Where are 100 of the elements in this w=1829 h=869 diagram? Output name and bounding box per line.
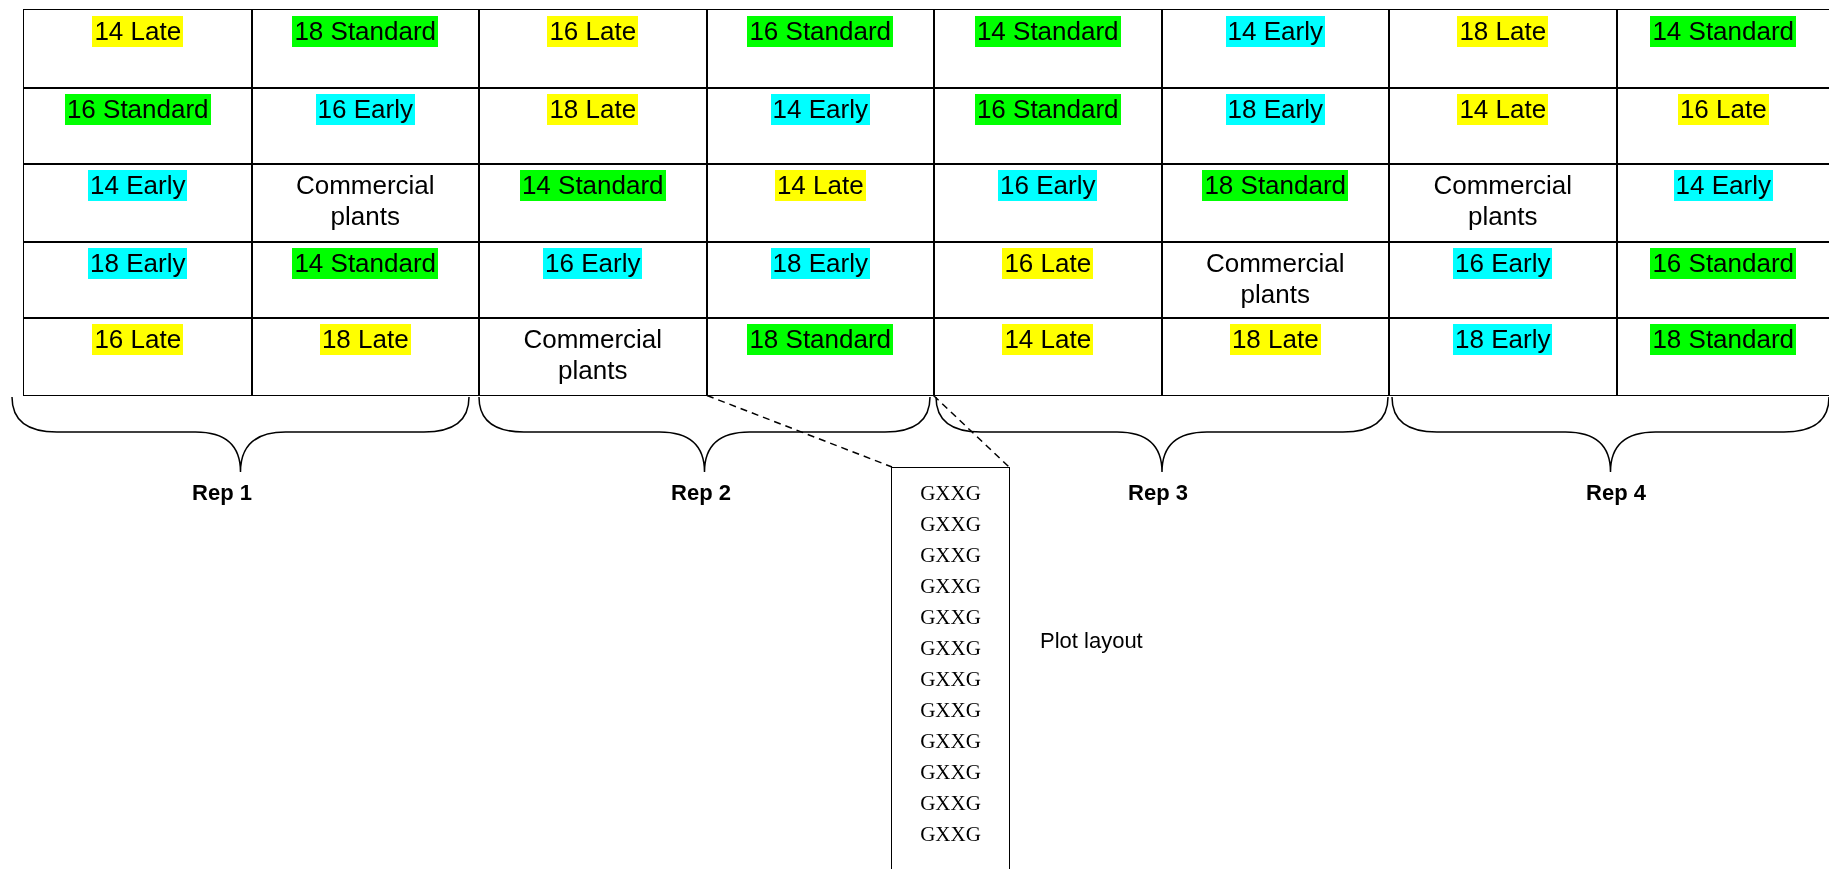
highlighted-label: 18 Standard [1202, 170, 1349, 201]
plot-cell [1616, 9, 1829, 89]
highlighted-label: 14 Early [1673, 170, 1773, 201]
plot-cell [478, 87, 708, 165]
plot-cell [933, 241, 1163, 319]
row-code-text: GXXG [919, 511, 982, 538]
plot-cell [1161, 241, 1390, 319]
plot-cell [1388, 163, 1618, 243]
plot-cell [23, 317, 253, 396]
row-code-text: GXXG [919, 542, 982, 569]
plot-cell [23, 163, 253, 243]
replicate-label: Rep 4 [1586, 480, 1646, 506]
replicate-label: Rep 1 [192, 480, 252, 506]
plot-cell [706, 163, 935, 243]
plot-cell [933, 9, 1163, 89]
row-code-text: GXXG [919, 604, 982, 631]
highlighted-label: 14 Standard [519, 170, 666, 201]
plot-cell [251, 163, 480, 243]
plot-cell [23, 9, 253, 89]
highlighted-label: 16 Standard [1650, 248, 1797, 279]
cell-label: Commercial plants [1204, 248, 1346, 310]
plot-cell [933, 87, 1163, 165]
highlighted-label: 16 Standard [64, 94, 211, 125]
plot-cell [23, 241, 253, 319]
row-code-text: GXXG [919, 759, 982, 786]
highlighted-label: 16 Late [1677, 94, 1769, 125]
leader-line [932, 394, 1010, 468]
row-code-text: GXXG [919, 635, 982, 662]
plot-cell [251, 87, 480, 165]
plot-cell [933, 317, 1163, 396]
plot-cell [1388, 317, 1618, 396]
plot-cell [251, 9, 480, 89]
row-code-text: GXXG [919, 573, 982, 600]
plot-cell [706, 87, 935, 165]
plot-cell [1388, 87, 1618, 165]
plot-cell [478, 317, 708, 396]
highlighted-label: 14 Early [770, 94, 870, 125]
plot-cell [478, 241, 708, 319]
plot-cell [706, 317, 935, 396]
highlighted-label: 18 Late [319, 324, 411, 355]
highlighted-label: 16 Early [315, 94, 415, 125]
highlighted-label: 18 Early [1453, 324, 1553, 355]
highlighted-label: 18 Late [547, 94, 639, 125]
highlighted-label: 14 Standard [1650, 16, 1797, 47]
highlighted-label: 14 Standard [974, 16, 1121, 47]
row-code-text: GXXG [919, 821, 982, 848]
plot-cell [478, 163, 708, 243]
highlighted-label: 16 Standard [747, 16, 894, 47]
leader-line [706, 394, 893, 468]
row-code-text: GXXG [919, 480, 982, 507]
plot-cell [706, 241, 935, 319]
highlighted-label: 16 Early [543, 248, 643, 279]
plot-cell [1161, 317, 1390, 396]
plot-cell [1616, 317, 1829, 396]
replicate-label: Rep 2 [671, 480, 731, 506]
row-code-text: GXXG [919, 790, 982, 817]
row-code-text: GXXG [919, 666, 982, 693]
caption-text: Plot layout [1040, 628, 1143, 654]
cell-label: Commercial plants [522, 324, 664, 386]
highlighted-label: 14 Late [92, 16, 184, 47]
plot-cell [251, 241, 480, 319]
plot-cell [1616, 87, 1829, 165]
highlighted-label: 14 Late [1457, 94, 1549, 125]
highlighted-label: 18 Early [88, 248, 188, 279]
plot-cell [933, 163, 1163, 243]
highlighted-label: 14 Late [774, 170, 866, 201]
highlighted-label: 16 Late [547, 16, 639, 47]
plot-cell [1161, 87, 1390, 165]
plot-cell [1388, 9, 1618, 89]
highlighted-label: 16 Early [998, 170, 1098, 201]
plot-cell [706, 9, 935, 89]
plot-cell [23, 87, 253, 165]
highlighted-label: 14 Early [1225, 16, 1325, 47]
highlighted-label: 18 Early [770, 248, 870, 279]
row-code-text: GXXG [919, 728, 982, 755]
highlighted-label: 18 Late [1229, 324, 1321, 355]
highlighted-label: 14 Standard [292, 248, 439, 279]
highlighted-label: 16 Late [1002, 248, 1094, 279]
cell-label: Commercial plants [294, 170, 436, 232]
highlighted-label: 18 Early [1225, 94, 1325, 125]
highlighted-label: 16 Standard [974, 94, 1121, 125]
plot-cell [1388, 241, 1618, 319]
highlighted-label: 18 Standard [1650, 324, 1797, 355]
plot-cell [1616, 241, 1829, 319]
plot-layout-box [891, 467, 1010, 869]
replicate-label: Rep 3 [1128, 480, 1188, 506]
plot-cell [1616, 163, 1829, 243]
highlighted-label: 18 Late [1457, 16, 1549, 47]
highlighted-label: 18 Standard [292, 16, 439, 47]
highlighted-label: 16 Late [92, 324, 184, 355]
row-code-text: GXXG [919, 697, 982, 724]
highlighted-label: 16 Early [1453, 248, 1553, 279]
highlighted-label: 18 Standard [747, 324, 894, 355]
highlighted-label: 14 Early [88, 170, 188, 201]
plot-cell [251, 317, 480, 396]
plot-cell [1161, 9, 1390, 89]
highlighted-label: 14 Late [1002, 324, 1094, 355]
cell-label: Commercial plants [1432, 170, 1574, 232]
plot-cell [1161, 163, 1390, 243]
plot-cell [478, 9, 708, 89]
